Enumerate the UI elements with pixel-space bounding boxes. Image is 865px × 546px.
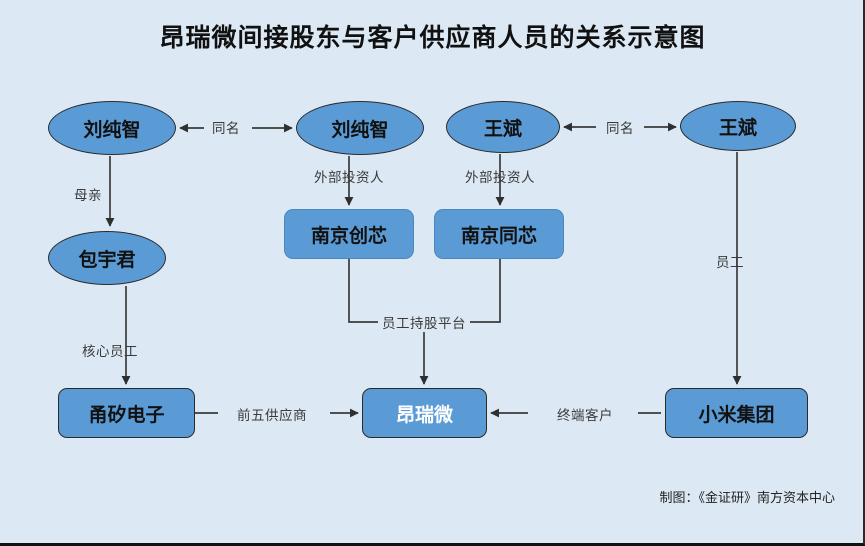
node-label: 包宇君 (78, 249, 136, 271)
edge-label-chigu-pingtai: 员工持股平台 (378, 312, 470, 332)
edge-label-tongming-wang: 同名 (606, 121, 634, 136)
edge-label-waibu-touziren-liu: 外部投资人 (314, 170, 384, 185)
node-nanjing-chuangxin[interactable]: 南京创芯 (284, 209, 414, 259)
node-yongxi-dianzi[interactable]: 甬矽电子 (58, 388, 195, 438)
edge-label-waibu-touziren-wang: 外部投资人 (465, 170, 535, 185)
edge-label-zhongduan-kehu: 终端客户 (557, 408, 613, 423)
node-liuchunzhi-right[interactable]: 刘纯智 (296, 101, 424, 155)
edge-label-qianwu-gongyingshang: 前五供应商 (237, 408, 307, 423)
node-xiaomi-jituan[interactable]: 小米集团 (665, 388, 808, 438)
edge-label-yuangong: 员工 (716, 255, 744, 270)
node-label: 南京创芯 (310, 225, 387, 247)
edge-label-tongming-liu: 同名 (212, 121, 240, 136)
edge-label-hexin-yuangong: 核心员工 (82, 344, 138, 359)
credit-note: 制图：《金证研》南方资本中心 (659, 490, 835, 505)
node-label: 王斌 (483, 118, 522, 140)
node-baoyujun[interactable]: 包宇君 (48, 231, 166, 285)
node-label: 刘纯智 (83, 119, 141, 141)
node-label: 南京同芯 (460, 225, 537, 247)
edge-chigu-pingtai-branch-right (470, 259, 501, 323)
node-wangbin-right[interactable]: 王斌 (680, 101, 796, 151)
node-label: 甬矽电子 (88, 404, 165, 426)
node-wangbin-left[interactable]: 王斌 (446, 101, 560, 153)
node-angruiwei[interactable]: 昂瑞微 (362, 388, 487, 438)
node-nanjing-tongxin[interactable]: 南京同芯 (434, 209, 564, 259)
edge-chigu-pingtai-branch-left (348, 259, 378, 323)
node-liuchunzhi-left[interactable]: 刘纯智 (48, 101, 176, 155)
node-label: 王斌 (718, 117, 757, 139)
node-label: 小米集团 (698, 404, 775, 426)
node-label: 昂瑞微 (395, 404, 453, 426)
node-label: 刘纯智 (331, 119, 389, 141)
page-title: 昂瑞微间接股东与客户供应商人员的关系示意图 (159, 25, 706, 52)
edge-label-muqin: 母亲 (74, 188, 102, 203)
